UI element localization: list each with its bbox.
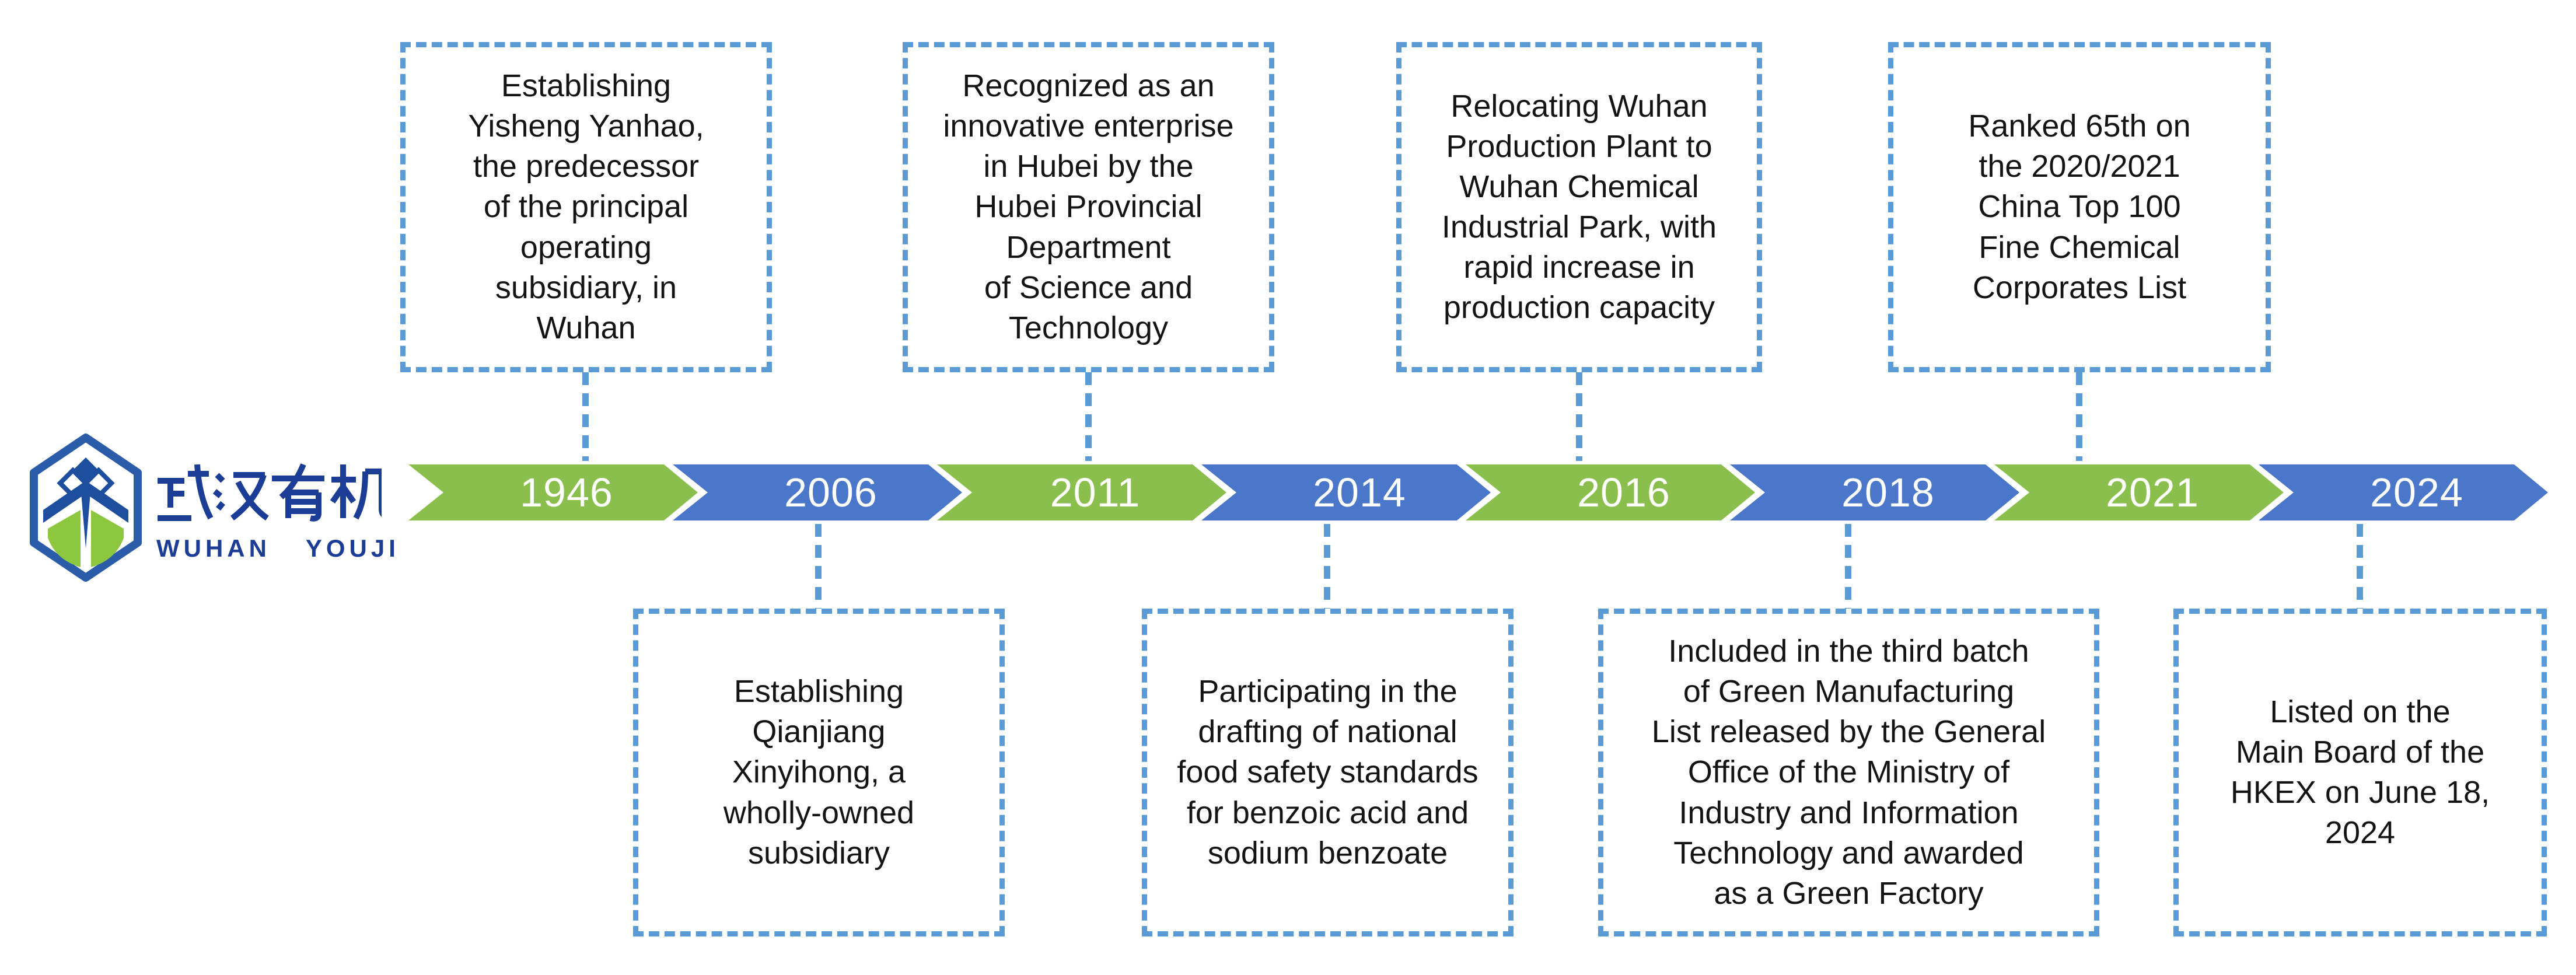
milestone-box-2006: Establishing Qianjiang Xinyihong, a whol… — [633, 609, 1005, 936]
arrow-fill: 2024 — [2259, 464, 2548, 520]
milestone-box-2016: Relocating Wuhan Production Plant to Wuh… — [1396, 42, 1762, 372]
year-label: 2006 — [784, 470, 878, 515]
arrow-fill: 2014 — [1201, 464, 1491, 520]
char-wu — [158, 464, 214, 521]
timeline-arrow-2024: 2024 — [2254, 461, 2553, 524]
timeline-arrow-2021: 2021 — [1990, 461, 2288, 524]
connector-2016 — [1576, 372, 1582, 461]
milestone-box-2024: Listed on the Main Board of the HKEX on … — [2173, 609, 2547, 936]
year-label: 2011 — [1050, 470, 1141, 515]
timeline-arrow-1946: 1946 — [404, 461, 702, 524]
char-you — [272, 463, 324, 522]
connector-1946 — [582, 372, 589, 461]
char-han — [212, 472, 269, 521]
arrow-fill: 1946 — [408, 464, 698, 520]
milestone-box-2014: Participating in the drafting of nationa… — [1142, 609, 1514, 936]
brand-name-cn — [158, 463, 382, 522]
arrow-fill: 2006 — [673, 464, 962, 520]
connector-2021 — [2076, 372, 2082, 461]
year-label: 2018 — [1841, 470, 1935, 515]
timeline-arrow-2011: 2011 — [932, 461, 1231, 524]
arrow-fill: 2021 — [1994, 464, 2284, 520]
timeline-arrow-2016: 2016 — [1461, 461, 1760, 524]
connector-2011 — [1085, 372, 1092, 461]
year-label: 2024 — [2370, 470, 2463, 515]
year-label: 1946 — [520, 470, 613, 515]
connector-2024 — [2357, 524, 2363, 609]
year-label: 2014 — [1313, 470, 1406, 515]
timeline-arrow-2018: 2018 — [1725, 461, 2024, 524]
company-logo — [30, 434, 142, 582]
arrow-fill: 2011 — [937, 464, 1226, 520]
milestone-box-1946: Establishing Yisheng Yanhao, the predece… — [400, 42, 772, 372]
milestone-box-2018: Included in the third batch of Green Man… — [1598, 609, 2099, 936]
timeline-arrow-2006: 2006 — [668, 461, 967, 524]
year-label: 2021 — [2106, 470, 2199, 515]
connector-2014 — [1324, 524, 1330, 609]
timeline-arrow-2014: 2014 — [1197, 461, 1495, 524]
brand-name-en: WUHAN YOUJI — [156, 534, 400, 562]
connector-2006 — [815, 524, 822, 609]
arrow-fill: 2018 — [1730, 464, 2019, 520]
char-ji — [330, 464, 382, 520]
connector-2018 — [1845, 524, 1851, 609]
milestone-box-2021: Ranked 65th on the 2020/2021 China Top 1… — [1888, 42, 2271, 372]
year-label: 2016 — [1577, 470, 1670, 515]
arrow-fill: 2016 — [1466, 464, 1755, 520]
milestone-box-2011: Recognized as an innovative enterprise i… — [903, 42, 1274, 372]
logo-hexagon-icon — [30, 434, 142, 582]
